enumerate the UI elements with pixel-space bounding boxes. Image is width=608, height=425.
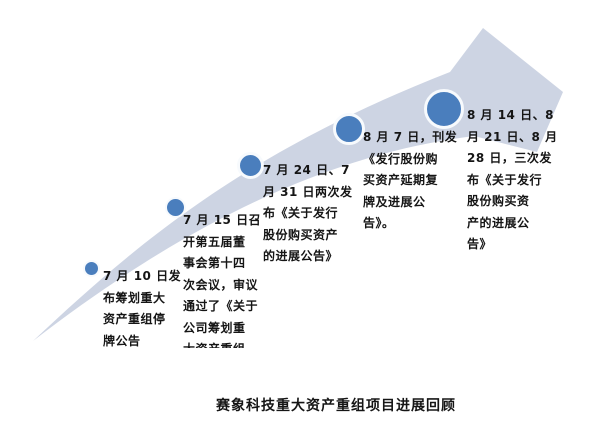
diagram-title: 赛象科技重大资产重组项目进展回顾 — [216, 398, 456, 414]
milestone-label-2: 7 月 15 日召 开第五届董 事会第十四 次会议，审议 通过了《关于 公司筹划… — [183, 213, 262, 348]
milestone-node-1 — [83, 260, 100, 277]
milestone-label-5: 8 月 14 日、8 月 21 日、8 月 28 日，三次发 布《关于发行 股份… — [467, 108, 558, 251]
milestone-node-3 — [237, 152, 264, 179]
milestone-node-2 — [165, 197, 186, 218]
milestone-label-1: 7 月 10 日发 布筹划重大 资产重组停 牌公告 — [103, 269, 182, 348]
milestone-label-4: 8 月 7 日，刊发 《发行股份购 买资产延期复 牌及进展公 告》。 — [363, 130, 458, 230]
milestone-label-3: 7 月 24 日、7 月 31 日两次发 布《关于发行 股份购买资产 的进展公告… — [263, 163, 353, 263]
milestone-node-5 — [424, 89, 464, 129]
milestone-node-4 — [333, 113, 365, 145]
